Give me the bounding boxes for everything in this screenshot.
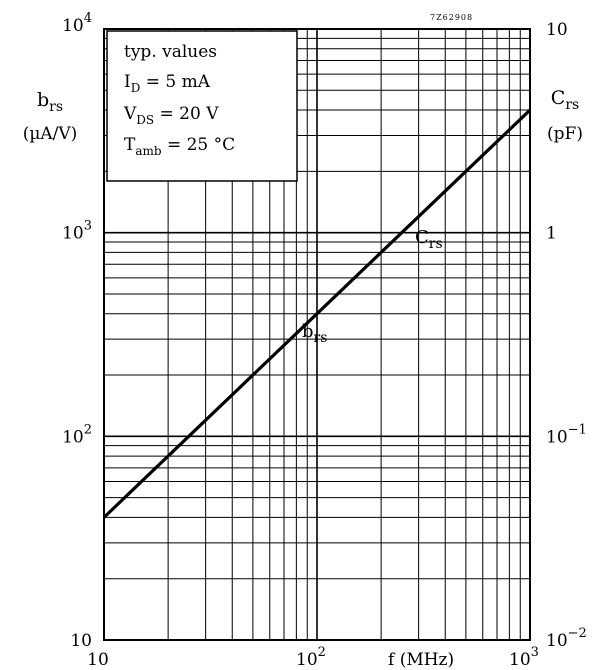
series-label-brs: brs (302, 321, 327, 346)
y-right-tick-label: 10−2 (546, 626, 587, 651)
y-left-tick-label: 103 (62, 219, 92, 244)
y-right-axis-label: Crs (551, 87, 579, 113)
x-tick-label: 10 (87, 650, 109, 670)
x-axis-label: f (MHz) (388, 650, 454, 670)
y-right-tick-label: 1 (546, 224, 557, 244)
y-right-tick-label: 10−1 (546, 422, 587, 447)
condition-typ-values: typ. values (124, 42, 217, 62)
legend-box (106, 30, 298, 182)
condition-drain-source-voltage: VDS = 20 V (123, 104, 219, 127)
y-left-axis-unit: (µA/V) (23, 124, 78, 144)
condition-ambient-temperature: Tamb = 25 °C (124, 135, 235, 158)
y-left-tick-label: 102 (62, 422, 92, 447)
series-label-crs: Crs (415, 227, 443, 252)
tick-labels: 10 102 103 10 102 103 104 10−2 10−1 1 10 (62, 11, 587, 670)
figure-code: 7Z62908 (430, 13, 473, 22)
condition-drain-current: ID = 5 mA (124, 72, 211, 95)
y-left-tick-label: 10 (70, 631, 92, 651)
y-right-axis-unit: (pF) (547, 124, 583, 144)
x-tick-label: 102 (296, 645, 326, 670)
x-tick-label: 103 (509, 645, 539, 670)
y-right-tick-label: 10 (546, 20, 568, 40)
plot-frame (103, 28, 531, 641)
y-left-axis-label: brs (37, 89, 63, 115)
y-left-tick-label: 104 (62, 11, 92, 36)
series-line-brs (102, 108, 532, 519)
